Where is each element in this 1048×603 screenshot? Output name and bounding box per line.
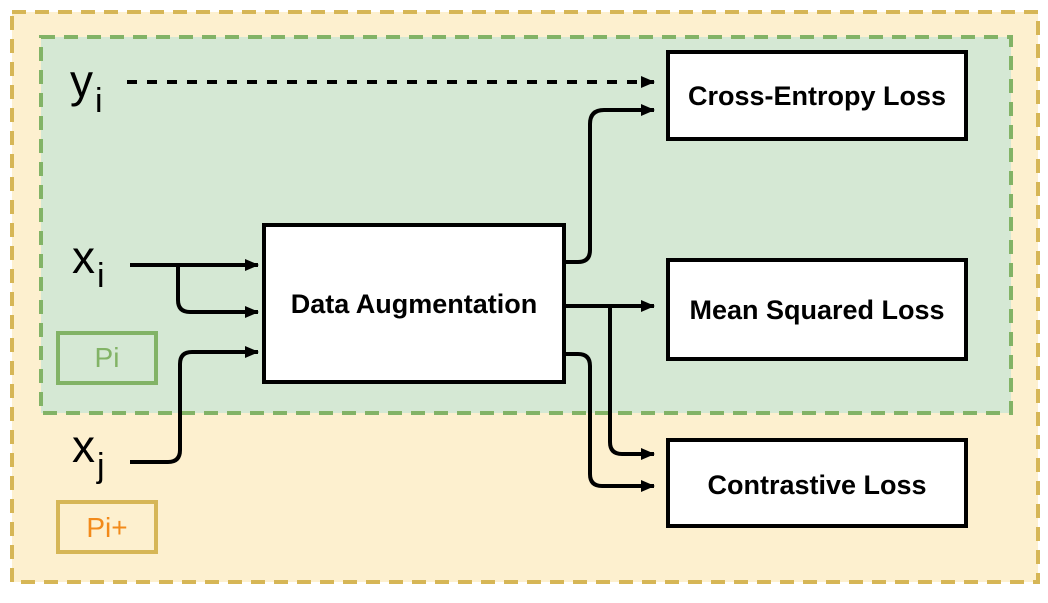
arrow-augmentation-to-contrastive-lower [564, 352, 655, 492]
input-x-j: x j [72, 420, 105, 485]
augmentation-label: Data Augmentation [291, 289, 538, 319]
input-y-i: y i [70, 55, 103, 120]
input-y-base: y [70, 55, 93, 107]
arrow-augmentation-to-contrastive-upper [608, 306, 655, 460]
input-y-sub: i [95, 82, 103, 120]
connectors [127, 76, 655, 492]
mean-squared-label: Mean Squared Loss [689, 295, 944, 325]
cross-entropy-loss-block: Cross-Entropy Loss [666, 50, 968, 141]
pi-plus-label-box [56, 500, 158, 554]
input-xi-sub: i [97, 257, 105, 295]
contrastive-label: Contrastive Loss [707, 470, 926, 500]
mean-squared-loss-block: Mean Squared Loss [666, 258, 968, 361]
arrow-xj-to-augmentation [130, 346, 259, 464]
contrastive-loss-block: Contrastive Loss [666, 438, 968, 528]
arrow-augmentation-to-cross-entropy [564, 104, 655, 264]
input-xj-sub: j [96, 447, 105, 485]
input-xi-base: x [72, 231, 95, 283]
arrow-xi-to-augmentation-bottom [176, 265, 259, 318]
augmentation-block: Data Augmentation [262, 223, 566, 384]
input-x-i: x i [72, 231, 105, 295]
input-xj-base: x [72, 420, 95, 472]
cross-entropy-label: Cross-Entropy Loss [688, 81, 946, 111]
pi-plus-label: Pi+ [86, 512, 127, 543]
pi-label-box [56, 331, 158, 385]
pi-label: Pi [95, 342, 120, 373]
